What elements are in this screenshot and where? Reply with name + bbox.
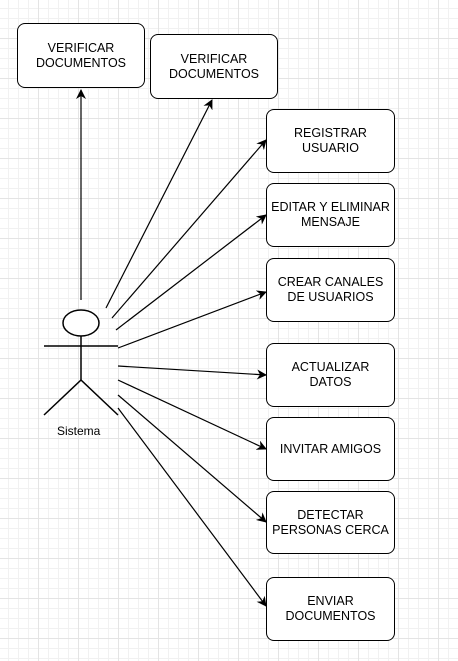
arrow-to-crear-canales [117, 290, 267, 349]
use-case-editar-eliminar-mensaje[interactable]: EDITAR Y ELIMINAR MENSAJE [266, 183, 395, 247]
use-case-enviar-documentos[interactable]: ENVIAR DOCUMENTOS [266, 577, 395, 641]
arrow-to-enviar-documentos [117, 407, 267, 607]
actor-left-leg [43, 379, 82, 416]
use-case-verificar-documentos-1[interactable]: VERIFICAR DOCUMENTOS [17, 23, 145, 88]
arrow-to-editar-eliminar-mensaje [115, 214, 267, 331]
actor-head [62, 309, 100, 337]
arrow-to-registrar-usuario [111, 139, 267, 319]
actor-right-leg [80, 379, 119, 416]
actor-sistema[interactable] [43, 309, 119, 416]
use-case-detectar-personas[interactable]: DETECTAR PERSONAS CERCA [266, 491, 395, 554]
use-case-invitar-amigos[interactable]: INVITAR AMIGOS [266, 417, 395, 481]
arrow-to-detectar-personas [117, 394, 267, 523]
use-case-crear-canales[interactable]: CREAR CANALES DE USUARIOS [266, 258, 395, 322]
use-case-registrar-usuario[interactable]: REGISTRAR USUARIO [266, 109, 395, 173]
use-case-verificar-documentos-2[interactable]: VERIFICAR DOCUMENTOS [150, 34, 278, 99]
arrow-to-verificar-documentos-2 [105, 99, 213, 309]
arrow-to-invitar-amigos [117, 379, 267, 450]
arrow-to-actualizar-datos [117, 365, 267, 380]
use-case-actualizar-datos[interactable]: ACTUALIZAR DATOS [266, 343, 395, 407]
actor-label: Sistema [57, 424, 101, 438]
